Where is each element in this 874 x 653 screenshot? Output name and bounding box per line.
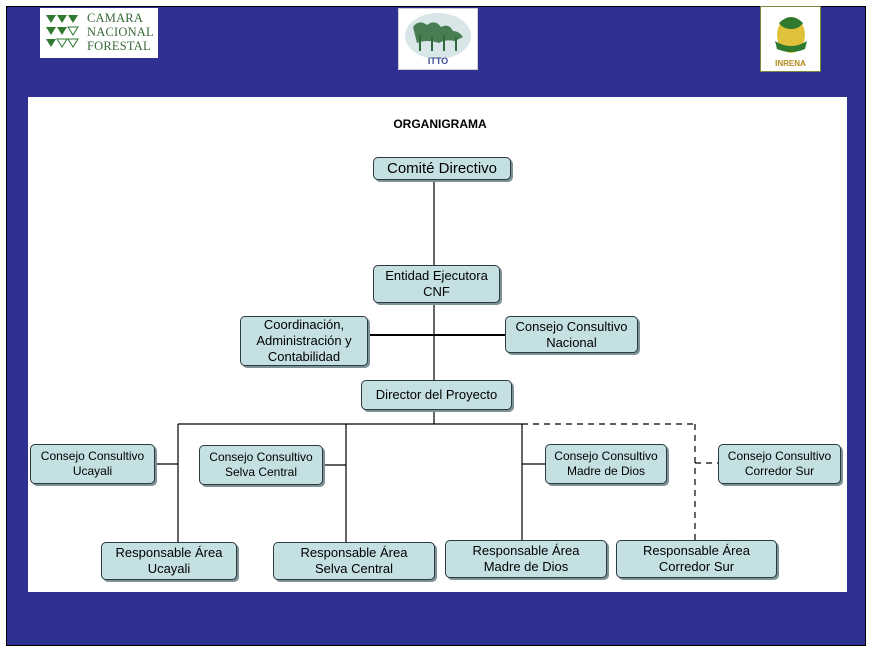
node-ra-selva-central: Responsable Área Selva Central [273,542,435,580]
itto-trees-icon [413,22,463,51]
node-ra-ucayali: Responsable Área Ucayali [101,542,237,580]
cnf-leaf-icon [46,15,79,48]
inrena-logo-label: INRENA [775,59,806,68]
itto-logo-label: ITTO [427,56,449,66]
node-ra-corredor-sur: Responsable Área Corredor Sur [616,540,777,578]
inrena-emblem-icon [775,17,807,53]
cnf-logo-line-1: CAMARA [87,11,144,25]
camara-nacional-forestal-logo: CAMARA NACIONAL FORESTAL [40,8,158,58]
node-entidad-ejecutora: Entidad Ejecutora CNF [373,265,500,303]
node-director-proyecto: Director del Proyecto [361,380,512,410]
inrena-logo: INRENA [760,6,821,72]
node-cc-madre-de-dios: Consejo Consultivo Madre de Dios [545,444,667,484]
node-comite-directivo: Comité Directivo [373,157,511,180]
cnf-logo-line-2: NACIONAL [87,25,154,39]
node-coordinacion: Coordinación, Administración y Contabili… [240,316,368,366]
cnf-logo-line-3: FORESTAL [87,39,151,53]
node-ra-madre-de-dios: Responsable Área Madre de Dios [445,540,607,578]
node-cc-selva-central: Consejo Consultivo Selva Central [199,445,323,485]
itto-logo: ITTO [398,8,478,70]
diagram-title: ORGANIGRAMA [393,117,487,131]
node-consejo-nacional: Consejo Consultivo Nacional [505,316,638,353]
node-cc-ucayali: Consejo Consultivo Ucayali [30,444,155,484]
node-cc-corredor-sur: Consejo Consultivo Corredor Sur [718,444,841,484]
